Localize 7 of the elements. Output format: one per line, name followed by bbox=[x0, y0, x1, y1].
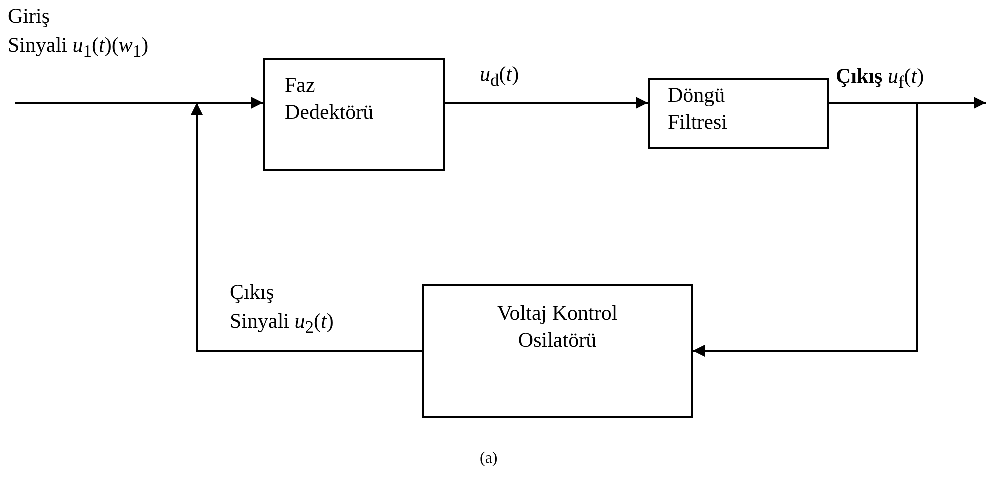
box-label: Döngü Filtresi bbox=[668, 82, 729, 136]
process-box bbox=[263, 58, 445, 171]
process-box bbox=[422, 284, 693, 418]
box-label: Faz Dedektörü bbox=[285, 72, 375, 126]
caption: (a) bbox=[480, 450, 498, 468]
process-box bbox=[648, 78, 829, 149]
box-label: Voltaj Kontrol Osilatörü bbox=[496, 300, 619, 354]
